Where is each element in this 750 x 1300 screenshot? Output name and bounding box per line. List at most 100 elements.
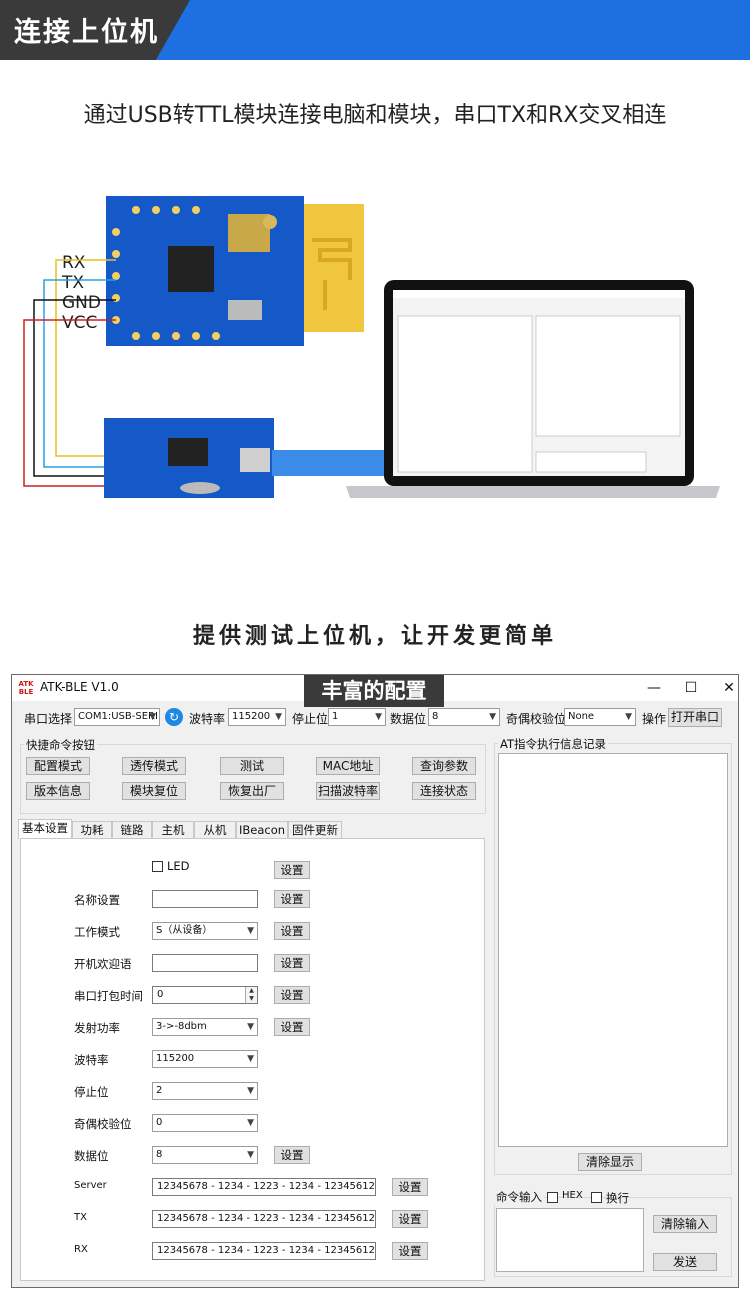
tx-power-label: 发射功率: [74, 1021, 120, 1035]
module-parity-label: 奇偶校验位: [74, 1117, 132, 1131]
connection-illustration: RX TX GND VCC: [23, 196, 720, 498]
tool-heading: 提供测试上位机，让开发更简单: [192, 624, 557, 649]
test-button[interactable]: 测试: [220, 757, 284, 775]
command-textarea[interactable]: [496, 1208, 644, 1272]
at-log-textarea[interactable]: [498, 753, 728, 1147]
quick-command-group: [20, 744, 486, 814]
rx-uuid-input[interactable]: 12345678 - 1234 - 1223 - 1234 - 12345612…: [152, 1242, 376, 1260]
tab-basic-settings[interactable]: 基本设置: [18, 819, 72, 839]
antenna-pcb: [300, 204, 364, 332]
tx-uuid-input[interactable]: 12345678 - 1234 - 1223 - 1234 - 12345612…: [152, 1210, 376, 1228]
data-bits-set-button[interactable]: 设置: [274, 1146, 310, 1164]
newline-label: 换行: [606, 1191, 629, 1205]
module-baud-select[interactable]: 115200▼: [152, 1050, 258, 1068]
tab-power[interactable]: 功耗: [72, 821, 112, 839]
banner-dark-tab: [0, 0, 190, 60]
operation-label: 操作: [642, 712, 667, 726]
data-bits-label: 数据位: [390, 712, 427, 726]
tab-peripheral[interactable]: 从机: [194, 821, 236, 839]
clear-input-button[interactable]: 清除输入: [653, 1215, 717, 1233]
pin-rx-label: RX: [62, 253, 86, 273]
refresh-icon[interactable]: ↻: [165, 708, 183, 726]
tx-power-set-button[interactable]: 设置: [274, 1018, 310, 1036]
parity-select[interactable]: None▼: [564, 708, 636, 726]
name-set-button[interactable]: 设置: [274, 890, 310, 908]
pin-vcc-label: VCC: [62, 313, 97, 333]
window-title: ATK-BLE V1.0: [40, 680, 119, 694]
port-label: 串口选择: [24, 712, 73, 726]
tab-ibeacon[interactable]: IBeacon: [236, 821, 288, 839]
port-select[interactable]: COM1:USB-SERI▼: [74, 708, 160, 726]
rx-set-button[interactable]: 设置: [392, 1242, 428, 1260]
module-baud-label: 波特率: [74, 1053, 109, 1067]
server-set-button[interactable]: 设置: [392, 1178, 428, 1196]
welcome-label: 开机欢迎语: [74, 957, 132, 971]
transparent-mode-button[interactable]: 透传模式: [122, 757, 186, 775]
ble-shield: [228, 214, 270, 252]
stop-bits-select[interactable]: 1▼: [328, 708, 386, 726]
at-log-group: [494, 743, 732, 1175]
hex-checkbox[interactable]: [547, 1192, 558, 1203]
mode-select[interactable]: S（从设备）▼: [152, 922, 258, 940]
close-button[interactable]: ✕: [723, 680, 735, 696]
connection-status-button[interactable]: 连接状态: [412, 782, 476, 800]
tx-power-select[interactable]: 3->-8dbm▼: [152, 1018, 258, 1036]
config-mode-button[interactable]: 配置模式: [26, 757, 90, 775]
ble-chip: [168, 246, 214, 292]
mac-address-button[interactable]: MAC地址: [316, 757, 380, 775]
tab-link[interactable]: 链路: [112, 821, 152, 839]
banner-title: 连接上位机: [14, 17, 159, 48]
pack-time-set-button[interactable]: 设置: [274, 986, 310, 1004]
server-uuid-label: Server: [74, 1180, 107, 1191]
open-port-button[interactable]: 打开串口: [668, 708, 722, 727]
baud-label: 波特率: [189, 712, 226, 726]
module-parity-select[interactable]: 0▼: [152, 1114, 258, 1132]
baud-select[interactable]: 115200▼: [228, 708, 286, 726]
name-input[interactable]: [152, 890, 258, 908]
module-reset-button[interactable]: 模块复位: [122, 782, 186, 800]
welcome-set-button[interactable]: 设置: [274, 954, 310, 972]
module-stop-bits-select[interactable]: 2▼: [152, 1082, 258, 1100]
data-bits-select[interactable]: 8▼: [428, 708, 500, 726]
pin-gnd-label: GND: [62, 293, 101, 313]
ufl-connector: [263, 215, 277, 229]
wire-vcc: [23, 319, 116, 487]
usb-connector: [240, 448, 270, 472]
led-set-button[interactable]: 设置: [274, 861, 310, 879]
led-label: LED: [167, 859, 190, 873]
tab-firmware-update[interactable]: 固件更新: [288, 821, 342, 839]
scan-baud-button[interactable]: 扫描波特率: [316, 782, 380, 800]
atk-logo-icon: ATK BLE: [18, 680, 34, 696]
stepper-arrows-icon[interactable]: ▲▼: [245, 987, 257, 1003]
laptop-base: [346, 486, 720, 498]
maximize-button[interactable]: ☐: [684, 680, 698, 696]
server-uuid-input[interactable]: 12345678 - 1234 - 1223 - 1234 - 12345612…: [152, 1178, 376, 1196]
tab-central[interactable]: 主机: [152, 821, 194, 839]
pack-time-stepper[interactable]: 0▲▼: [152, 986, 258, 1004]
version-info-button[interactable]: 版本信息: [26, 782, 90, 800]
at-log-title: AT指令执行信息记录: [498, 736, 608, 752]
pack-time-label: 串口打包时间: [74, 989, 143, 1003]
tx-uuid-label: TX: [74, 1212, 87, 1223]
quick-command-title: 快捷命令按钮: [24, 737, 97, 753]
tx-set-button[interactable]: 设置: [392, 1210, 428, 1228]
query-params-button[interactable]: 查询参数: [412, 757, 476, 775]
factory-reset-button[interactable]: 恢复出厂: [220, 782, 284, 800]
send-button[interactable]: 发送: [653, 1253, 717, 1271]
usb-ttl-chip: [168, 438, 208, 466]
module-data-bits-select[interactable]: 8▼: [152, 1146, 258, 1164]
wire-tx: [43, 279, 116, 468]
newline-checkbox[interactable]: [591, 1192, 602, 1203]
usb-ttl-crystal: [180, 482, 220, 494]
module-data-bits-label: 数据位: [74, 1149, 109, 1163]
clear-display-button[interactable]: 清除显示: [578, 1153, 642, 1171]
minimize-button[interactable]: —: [647, 680, 661, 696]
hex-label: HEX: [562, 1190, 583, 1201]
antenna-trace: [312, 238, 352, 310]
led-checkbox[interactable]: [152, 861, 163, 872]
welcome-input[interactable]: [152, 954, 258, 972]
mode-set-button[interactable]: 设置: [274, 922, 310, 940]
basic-settings-panel: LED 设置 名称设置 设置 工作模式 S（从设备）▼ 设置 开机欢迎语 设置 …: [20, 838, 485, 1281]
name-label: 名称设置: [74, 893, 120, 907]
connect-heading: 通过USB转TTL模块连接电脑和模块，串口TX和RX交叉相连: [83, 103, 667, 128]
